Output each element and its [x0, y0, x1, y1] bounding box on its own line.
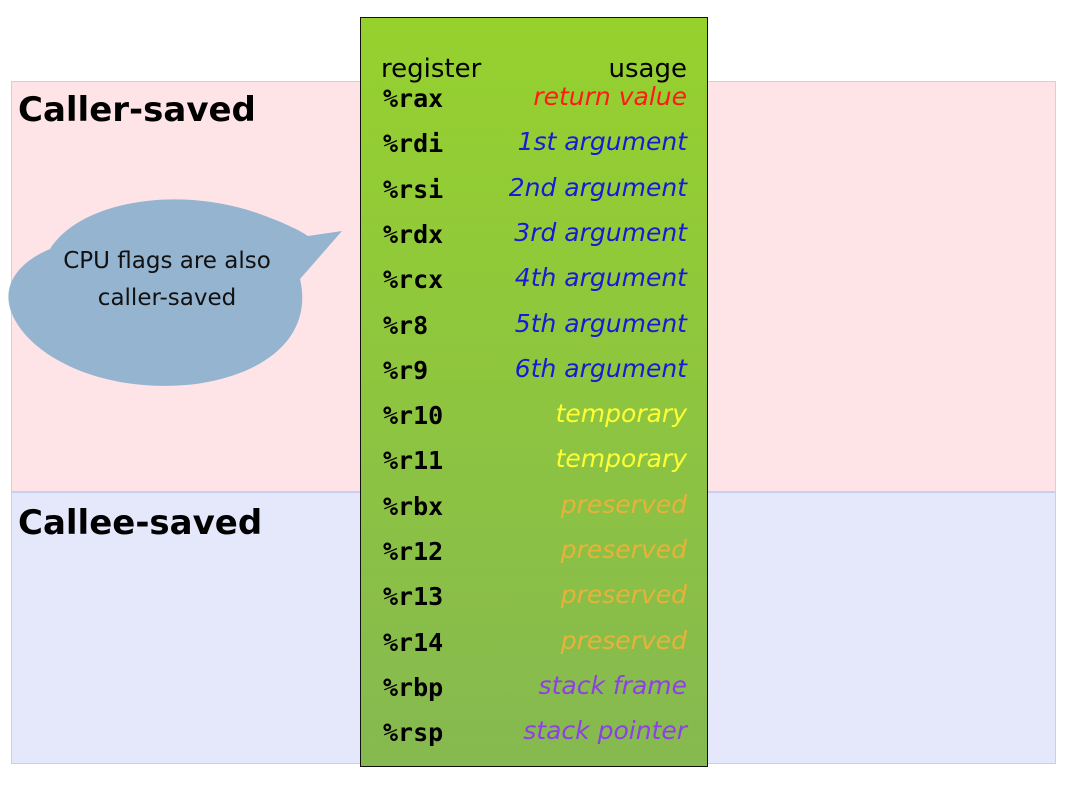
register-usage: 4th argument — [514, 263, 687, 293]
register-name: %rbx — [383, 491, 444, 521]
register-name: %rsi — [383, 174, 444, 204]
register-usage: 3rd argument — [514, 217, 687, 247]
callee-saved-label: Callee-saved — [18, 503, 263, 543]
register-usage: 5th argument — [514, 308, 687, 338]
register-row: %rcx 4th argument — [361, 261, 707, 306]
register-usage: 1st argument — [517, 127, 687, 157]
register-table: register usage %rax return value %rdi 1st a… — [360, 17, 708, 767]
caller-saved-label: Caller-saved — [18, 90, 256, 130]
column-header-register: register — [381, 54, 482, 84]
register-name: %rcx — [383, 265, 444, 295]
register-usage: stack pointer — [523, 716, 687, 746]
register-name: %r12 — [383, 537, 444, 566]
register-name: %r11 — [383, 446, 444, 476]
register-usage: 6th argument — [514, 353, 687, 383]
register-usage: return value — [533, 82, 687, 111]
register-usage: 2nd argument — [508, 172, 687, 202]
register-name: %rdx — [383, 219, 444, 249]
register-name: %r10 — [383, 401, 444, 431]
register-row: %r14 preserved — [361, 624, 707, 669]
register-row: %r13 preserved — [361, 578, 707, 623]
column-header-usage: usage — [608, 54, 687, 84]
register-name: %r14 — [383, 627, 444, 657]
register-usage: preserved — [560, 625, 687, 655]
register-row: %rax return value — [361, 80, 707, 125]
register-row: %r12 preserved — [361, 533, 707, 578]
register-usage: preserved — [560, 580, 687, 610]
register-usage: stack frame — [538, 670, 687, 700]
register-row: %rdi 1st argument — [361, 125, 707, 170]
register-row: %r11 temporary — [361, 442, 707, 487]
register-name: %rax — [383, 84, 444, 113]
register-name: %r13 — [383, 582, 444, 612]
register-name: %r8 — [383, 310, 429, 340]
register-row: %rbp stack frame — [361, 669, 707, 714]
register-usage: preserved — [560, 489, 687, 519]
register-name: %r9 — [383, 355, 429, 385]
register-row: %r9 6th argument — [361, 352, 707, 397]
register-row: %rsp stack pointer — [361, 714, 707, 759]
register-row: %rdx 3rd argument — [361, 216, 707, 261]
register-usage: temporary — [555, 399, 687, 429]
register-row: %r10 temporary — [361, 397, 707, 442]
register-usage: preserved — [560, 535, 687, 564]
register-name: %rdi — [383, 129, 444, 159]
register-usage: temporary — [555, 444, 687, 474]
register-row: %rbx preserved — [361, 488, 707, 533]
register-row: %rsi 2nd argument — [361, 171, 707, 216]
register-name: %rsp — [383, 718, 444, 748]
register-row: %r8 5th argument — [361, 307, 707, 352]
register-name: %rbp — [383, 672, 444, 702]
callout-text: CPU flags are also caller-saved — [63, 248, 271, 311]
